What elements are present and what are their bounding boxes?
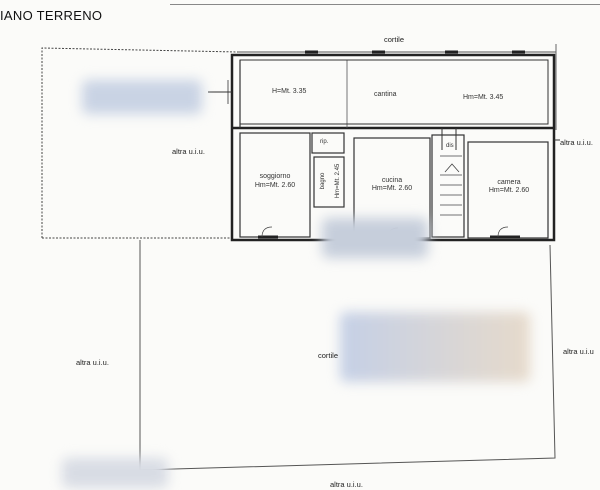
label-cucina: cucina <box>381 177 403 184</box>
label-dis: dis <box>446 143 454 149</box>
label-h-335: H=Mt. 3.35 <box>272 88 307 95</box>
label-altra-uiu-bottom: altra u.i.u. <box>330 480 363 489</box>
label-soggiorno: soggiorno <box>259 173 291 180</box>
redaction-patch-courtyard <box>340 312 530 382</box>
label-cucina-height: Hm=Mt. 2.60 <box>371 185 413 192</box>
label-rip: rip. <box>320 139 329 145</box>
label-bagno: bagno <box>320 172 326 190</box>
label-altra-uiu-left: altra u.i.u. <box>76 358 109 367</box>
room-bagno <box>313 156 345 208</box>
top-divider <box>170 4 600 5</box>
building-outline <box>230 53 556 242</box>
label-soggiorno-height: Hm=Mt. 2.60 <box>254 182 296 189</box>
room-rip <box>311 132 345 154</box>
redaction-patch-bottom-left <box>62 458 168 488</box>
label-bagno-height: Hm=Mt. 2.45 <box>335 163 341 199</box>
label-altra-uiu-right-upper: altra u.i.u. <box>560 138 593 147</box>
label-camera: camera <box>497 179 521 186</box>
courtyard-boundary <box>139 240 556 471</box>
label-cortile-main: cortile <box>318 351 339 360</box>
label-camera-height: Hm=Mt. 2.60 <box>488 187 530 194</box>
stair-block <box>431 134 465 238</box>
page-title: IANO TERRENO <box>0 8 103 23</box>
label-h-345: Hm=Mt. 3.45 <box>463 94 504 101</box>
cantina-inner <box>239 59 549 125</box>
label-cortile-top: cortile <box>384 35 405 44</box>
redaction-patch-doorway <box>322 218 428 258</box>
lot-boundary-upper <box>41 47 239 238</box>
label-cantina: cantina <box>374 91 397 98</box>
redaction-patch-upper-left <box>82 80 202 114</box>
label-altra-uiu-top-left: altra u.i.u. <box>172 147 205 156</box>
label-altra-uiu-right-lower: altra u.i.u <box>563 347 594 356</box>
